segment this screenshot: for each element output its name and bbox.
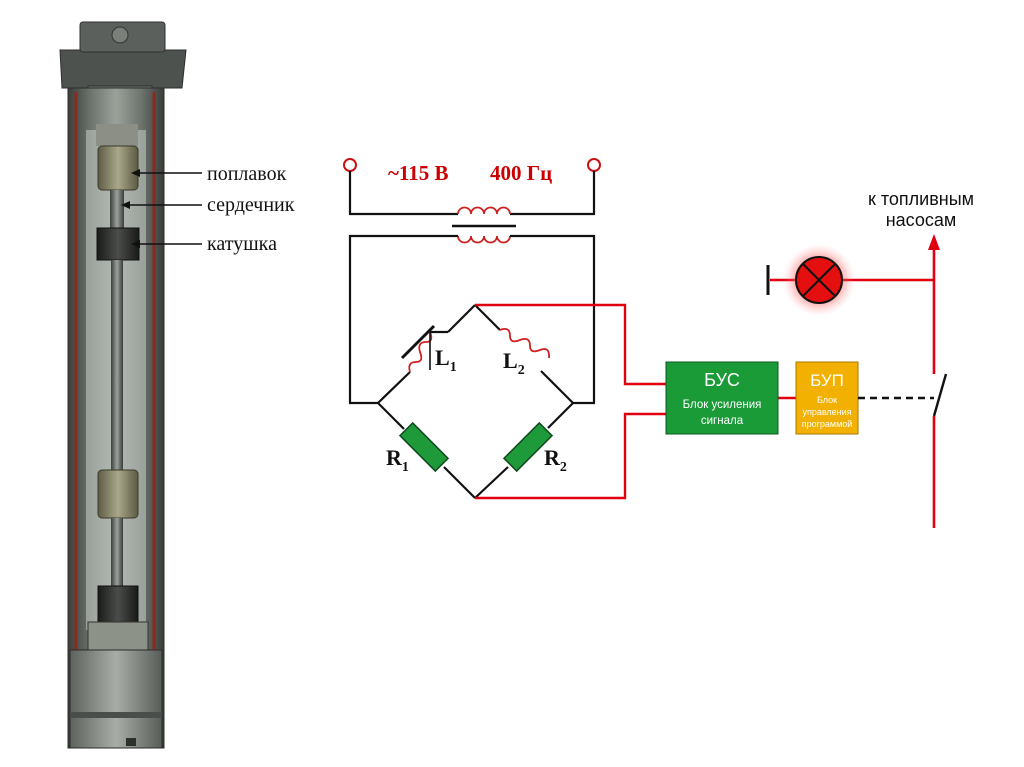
bup-block-line2: управления — [802, 407, 851, 417]
bridge-wire — [443, 466, 476, 499]
switch-contact — [932, 373, 948, 417]
bus-block-box — [665, 361, 779, 435]
coil-pointer-arrow — [131, 240, 140, 248]
resistor-R2 — [502, 421, 554, 473]
label-R2: R2 — [544, 445, 567, 475]
bus-block-line1: Блок усиления — [683, 399, 762, 411]
label-L2: L2 — [503, 348, 525, 378]
sensor-core — [110, 190, 124, 228]
pump-arrow-icon — [928, 234, 940, 250]
bup-block-line3: программой — [802, 419, 853, 429]
sensor-float — [97, 145, 139, 191]
secondary-wire — [348, 234, 458, 405]
terminal-left — [343, 158, 357, 172]
bridge-wire — [474, 466, 509, 499]
sensor-top-flange — [59, 49, 187, 89]
transformer-secondary-winding — [457, 235, 511, 244]
bup-block-title: БУП — [810, 371, 844, 390]
core-label: сердечник — [207, 194, 295, 216]
sensor-illustration — [59, 21, 187, 749]
sensor-rod — [111, 260, 123, 470]
power-source: ~115 В 400 Гц — [343, 158, 601, 405]
signal-wires — [475, 303, 796, 500]
bridge-wire — [540, 370, 574, 404]
bup-block: БУП Блок управления программой — [795, 361, 859, 435]
bup-block-box — [795, 361, 859, 435]
pumps-label-line1: к топливным — [868, 189, 974, 209]
coil-label: катушка — [207, 233, 277, 255]
sensor-bottom-sleeve — [87, 621, 149, 651]
bup-block-line1: Блок — [817, 395, 837, 405]
L1-adjust-rod — [400, 324, 436, 360]
core-pointer-arrow — [121, 201, 130, 209]
label-L1: L1 — [435, 345, 457, 375]
bridge-wire — [547, 402, 574, 429]
measuring-bridge: L1 L2 R1 R2 — [377, 304, 574, 499]
float-pointer-arrow — [131, 169, 140, 177]
float-label: поплавок — [207, 163, 287, 185]
sensor-upper-block — [96, 124, 138, 146]
lamp-cross — [802, 263, 836, 297]
resistor-R1 — [398, 421, 450, 473]
bridge-wire — [474, 304, 501, 331]
secondary-wire — [510, 234, 596, 405]
pump-circuit: к топливным насосам — [766, 189, 974, 528]
bus-block-line2: сигнала — [701, 415, 744, 427]
sensor-lower-coil — [97, 585, 139, 623]
sensor-base-ring — [70, 712, 162, 718]
sensor-base — [69, 649, 163, 749]
voltage-label: ~115 В — [388, 161, 449, 185]
bus-block-title: БУС — [704, 370, 740, 390]
sensor-top-screw — [111, 26, 129, 44]
primary-wire — [510, 171, 596, 216]
primary-wire — [348, 171, 458, 216]
sensor-base-bolt — [126, 738, 136, 746]
inductor-L2 — [499, 327, 550, 359]
signal-wire-bottom — [475, 412, 666, 500]
sensor-lower-rod — [111, 518, 123, 586]
signal-wire-top — [475, 303, 666, 386]
pumps-label-line2: насосам — [886, 210, 957, 230]
transformer-primary-winding — [457, 206, 511, 215]
label-R1: R1 — [386, 445, 409, 475]
bridge-wire — [377, 371, 411, 404]
sensor-callouts: поплавок сердечник катушка — [121, 163, 295, 255]
frequency-label: 400 Гц — [490, 161, 552, 185]
bus-block: БУС Блок усиления сигнала — [665, 361, 779, 435]
bridge-wire — [377, 402, 405, 430]
bridge-wire — [447, 304, 476, 333]
terminal-right — [587, 158, 601, 172]
sensor-lower-float — [97, 469, 139, 519]
